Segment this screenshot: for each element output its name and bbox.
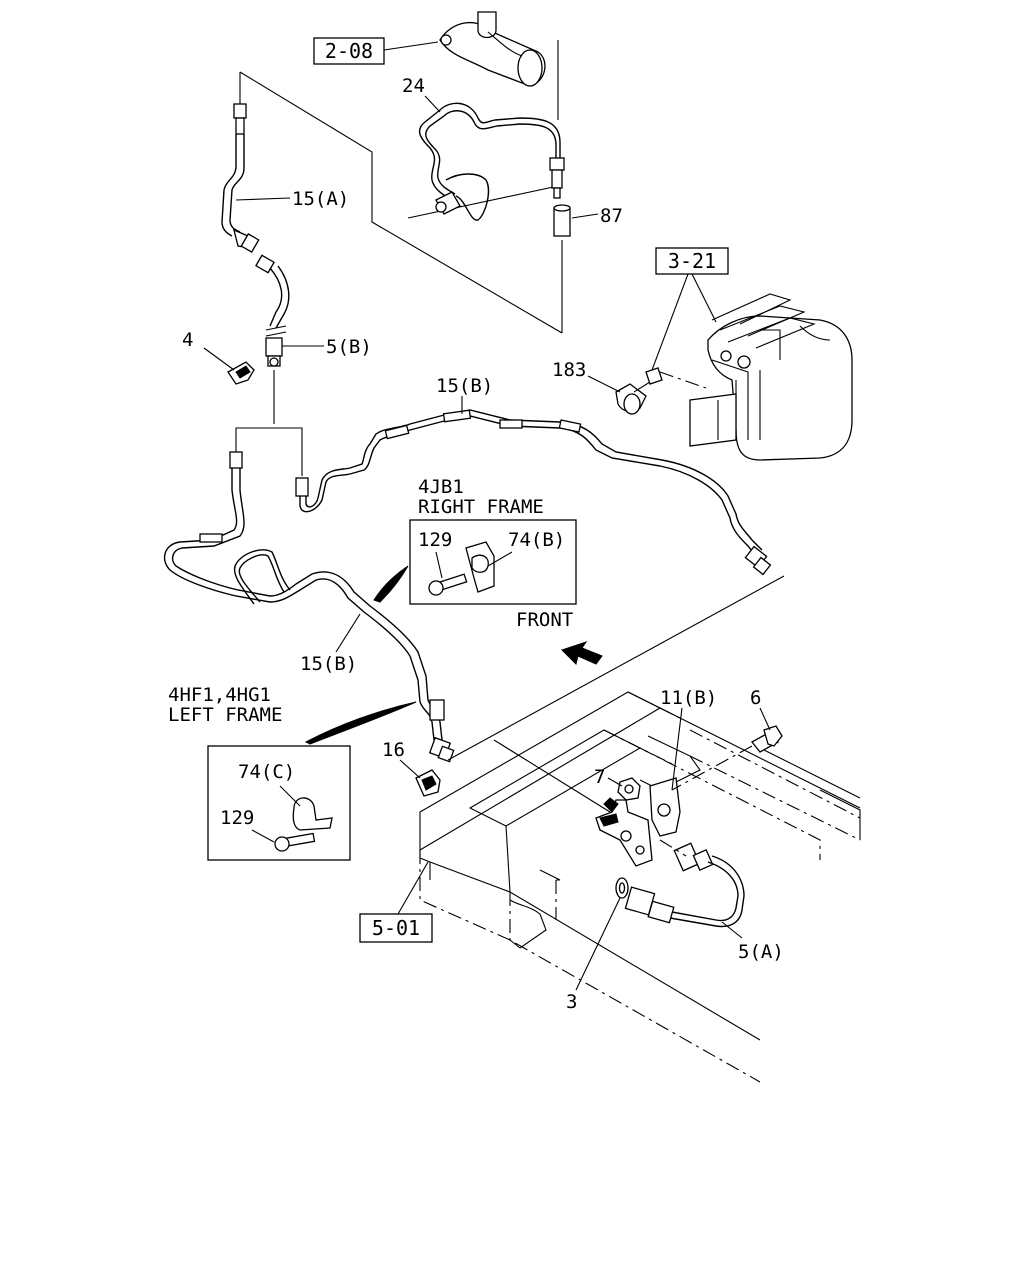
clip-4 [227,361,255,385]
front-arrow [561,641,603,665]
left-frame-part-74c: 74(C) [238,761,295,783]
pipe-15b-lower [163,451,455,763]
pipe-15b-upper [295,409,772,576]
right-frame-pointer [373,565,409,603]
frame-to-bracket-line [493,739,611,813]
lower-plane-outline [447,575,785,761]
pipe-15a [221,103,260,253]
callout-24: 24 [402,75,425,97]
chassis-frame [419,691,861,1083]
master-cylinder-assembly [439,11,546,87]
ref-box-5-01[interactable]: 5-01 [359,913,433,943]
junction-lines [235,370,303,476]
right-frame-title-1: 4JB1 [418,476,464,498]
clip-16 [415,769,441,797]
inset-left-frame: 4HF1,4HG1 LEFT FRAME 74(C) 129 [168,684,351,861]
right-frame-title-2: RIGHT FRAME [418,496,544,518]
callout-6: 6 [750,687,761,709]
hose-5a [624,842,745,928]
ref-box-3-21[interactable]: 3-21 [655,247,729,275]
callout-183: 183 [552,359,586,381]
washer-3 [615,877,629,899]
front-label: FRONT [516,609,573,631]
pipe-24 [418,102,565,221]
hose-5b [255,254,290,367]
ref-box-2-08[interactable]: 2-08 [313,37,385,65]
callout-87: 87 [600,205,623,227]
callout-7: 7 [594,766,605,788]
left-frame-pointer [304,701,417,745]
part-87-sleeve [553,204,571,237]
upper-plane-outline [239,40,563,334]
callout-15b-low: 15(B) [300,653,357,675]
ref-3-21-label: 3-21 [668,249,716,273]
callout-5b: 5(B) [326,336,372,358]
inset-right-frame: 4JB1 RIGHT FRAME 129 74(B) [409,476,577,605]
callout-16: 16 [382,739,405,761]
callout-15b-top: 15(B) [436,375,493,397]
right-frame-part-129: 129 [418,529,452,551]
callout-4: 4 [182,329,193,351]
ref-5-01-label: 5-01 [372,916,420,940]
hydraulic-unit [689,293,853,461]
left-frame-title-1: 4HF1,4HG1 [168,684,271,706]
nut-7 [617,777,641,801]
bracket-11b [595,777,681,867]
callout-3: 3 [566,991,577,1013]
left-frame-title-2: LEFT FRAME [168,704,282,726]
callout-5a: 5(A) [738,941,784,963]
left-frame-part-129: 129 [220,807,254,829]
bracket-to-hose-line [659,839,687,857]
callout-11b: 11(B) [660,687,717,709]
callout-15a: 15(A) [292,188,349,210]
bolt-6 [751,725,783,753]
right-frame-part-74b: 74(B) [508,529,565,551]
part-183-fitting [615,367,707,415]
ref-2-08-label: 2-08 [325,39,373,63]
